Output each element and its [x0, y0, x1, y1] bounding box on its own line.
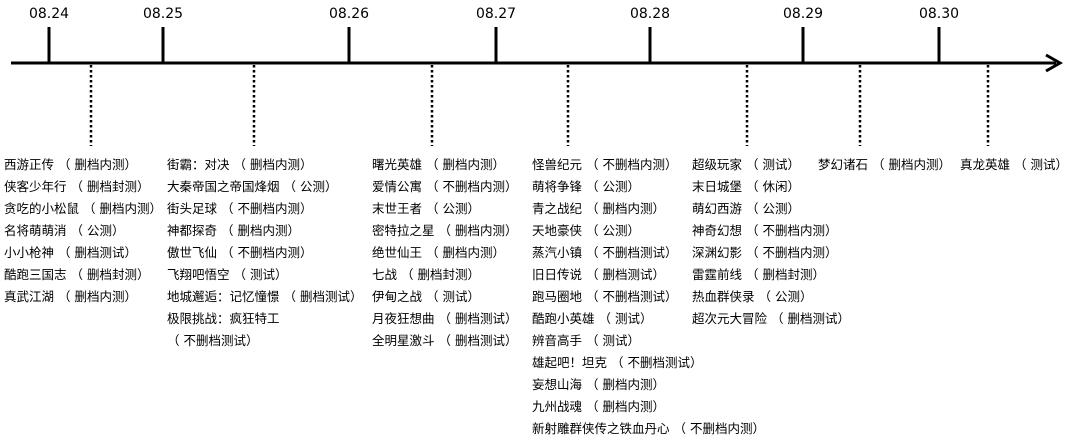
date-label: 08.29	[782, 6, 824, 22]
game-entry: 萌幻西游 （ 公测）	[692, 201, 800, 216]
game-entry: 真龙英雄 （ 测试）	[960, 157, 1068, 172]
game-entry: 月夜狂想曲 （ 删档测试）	[372, 311, 518, 326]
game-entry: 青之战纪 （ 删档内测）	[532, 201, 665, 216]
game-entry: 新射雕群侠传之铁血丹心 （ 不删档内测）	[532, 421, 765, 436]
axis-arrow-icon	[1045, 53, 1064, 73]
game-entry: 地城邂逅：记忆憧憬 （ 删档测试）	[167, 289, 363, 304]
date-label: 08.24	[28, 6, 70, 22]
game-entry: 辨音高手 （ 测试）	[532, 333, 640, 348]
game-entry: 爱情公寓 （ 不删档内测）	[372, 179, 518, 194]
game-entry: 热血群侠录 （ 公测）	[692, 289, 813, 304]
game-entry: 真武江湖 （ 删档内测）	[4, 289, 137, 304]
game-entry: 贪吃的小松鼠 （ 删档内测）	[4, 201, 162, 216]
game-entry: 街头足球 （ 不删档内测）	[167, 201, 313, 216]
game-entry: 怪兽纪元 （ 不删档内测）	[532, 157, 678, 172]
game-entry: 跑马圈地 （ 不删档测试）	[532, 289, 678, 304]
game-entry: 酷跑三国志 （ 删档封测）	[4, 267, 150, 282]
game-entry: 雷霆前线 （ 删档封测）	[692, 267, 825, 282]
game-entry: 蒸汽小镇 （ 不删档测试）	[532, 245, 678, 260]
game-entry: （ 不删档测试）	[167, 333, 259, 348]
game-entry: 飞翔吧悟空 （ 测试）	[167, 267, 288, 282]
game-entry: 末世王者 （ 公测）	[372, 201, 480, 216]
game-entry: 密特拉之星 （ 删档内测）	[372, 223, 518, 238]
date-label: 08.26	[328, 6, 370, 22]
game-entry: 伊甸之战 （ 测试）	[372, 289, 480, 304]
game-entry: 超级玩家 （ 测试）	[692, 157, 800, 172]
game-group: 梦幻诸石 （ 删档内测）	[818, 154, 951, 176]
game-entry: 曙光英雄 （ 删档内测）	[372, 157, 505, 172]
game-entry: 妄想山海 （ 删档内测）	[532, 377, 665, 392]
game-group: 怪兽纪元 （ 不删档内测） 萌将争锋 （ 公测） 青之战纪 （ 删档内测） 天地豪侠 …	[532, 154, 765, 440]
game-entry: 萌将争锋 （ 公测）	[532, 179, 640, 194]
game-group: 曙光英雄 （ 删档内测） 爱情公寓 （ 不删档内测） 末世王者 （ 公测） 密特拉之星…	[372, 154, 517, 352]
game-entry: 酷跑小英雄 （ 测试）	[532, 311, 653, 326]
date-label: 08.30	[918, 6, 960, 22]
game-entry: 极限挑战：疯狂特工	[167, 311, 280, 326]
game-entry: 超次元大冒险 （ 删档测试）	[692, 311, 850, 326]
game-group: 街霸：对决 （ 删档内测） 大秦帝国之帝国烽烟 （ 公测） 街头足球 （ 不删档内测…	[167, 154, 362, 352]
game-entry: 街霸：对决 （ 删档内测）	[167, 157, 313, 172]
game-entry: 神都探奇 （ 删档内测）	[167, 223, 300, 238]
game-group: 西游正传 （ 删档内测） 侠客少年行 （ 删档封测） 贪吃的小松鼠 （ 删档内测） 名…	[4, 154, 162, 308]
game-group: 真龙英雄 （ 测试）	[960, 154, 1068, 176]
game-entry: 名将萌萌消 （ 公测）	[4, 223, 125, 238]
game-entry: 旧日传说 （ 删档测试）	[532, 267, 665, 282]
game-entry: 末日城堡 （ 休闲）	[692, 179, 800, 194]
game-entry: 全明星激斗 （ 删档测试）	[372, 333, 518, 348]
game-entry: 七战 （ 删档封测）	[372, 267, 480, 282]
game-entry: 侠客少年行 （ 删档封测）	[4, 179, 150, 194]
game-entry: 神奇幻想 （ 不删档内测）	[692, 223, 838, 238]
game-entry: 大秦帝国之帝国烽烟 （ 公测）	[167, 179, 338, 194]
game-entry: 绝世仙王 （ 删档内测）	[372, 245, 505, 260]
game-entry: 梦幻诸石 （ 删档内测）	[818, 157, 951, 172]
game-entry: 九州战魂 （ 删档内测）	[532, 399, 665, 414]
game-entry: 西游正传 （ 删档内测）	[4, 157, 137, 172]
game-entry: 小小枪神 （ 删档测试）	[4, 245, 137, 260]
date-label: 08.28	[629, 6, 671, 22]
game-entry: 傲世飞仙 （ 不删档内测）	[167, 245, 313, 260]
game-group: 超级玩家 （ 测试） 末日城堡 （ 休闲） 萌幻西游 （ 公测） 神奇幻想 （ 不删档…	[692, 154, 850, 330]
date-label: 08.25	[142, 6, 184, 22]
date-label: 08.27	[475, 6, 517, 22]
game-entry: 雄起吧！坦克 （ 不删档测试）	[532, 355, 703, 370]
game-entry: 深渊幻影 （ 不删档内测）	[692, 245, 838, 260]
game-entry: 天地豪侠 （ 公测）	[532, 223, 640, 238]
